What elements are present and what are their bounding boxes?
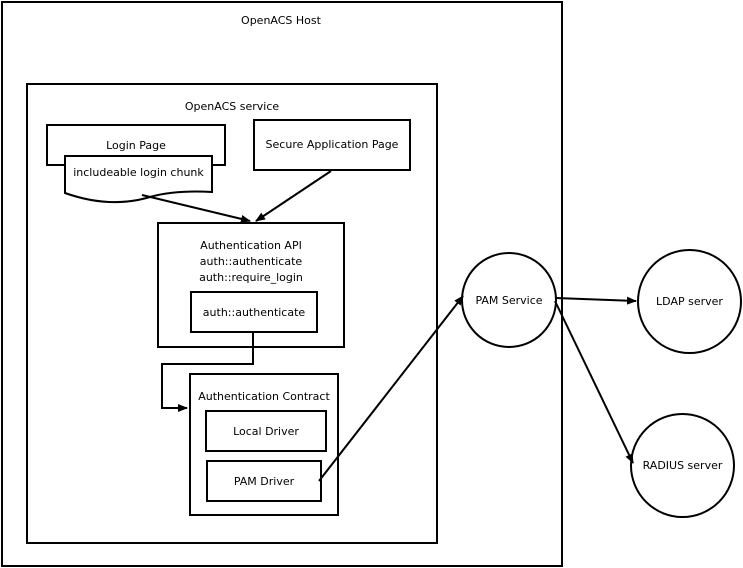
radius-server-node: RADIUS server	[630, 413, 735, 518]
login-page-box: Login Page	[46, 124, 226, 166]
local-driver-label: Local Driver	[233, 425, 299, 438]
authentication-api-title: Authentication API	[200, 239, 302, 252]
pam-service-node: PAM Service	[461, 252, 557, 348]
pam-driver-label: PAM Driver	[233, 475, 295, 488]
openacs-service-title: OpenACS service	[184, 100, 280, 113]
openacs-host-title: OpenACS Host	[241, 14, 321, 27]
login-chunk-label: includeable login chunk	[73, 166, 204, 179]
local-driver-box: Local Driver	[205, 410, 327, 452]
auth-authenticate-box: auth::authenticate	[190, 291, 318, 333]
authentication-api-line2: auth::authenticate	[199, 255, 303, 268]
arrow-pam-service-to-radius	[554, 300, 634, 464]
ldap-server-node: LDAP server	[637, 249, 742, 354]
pam-service-label: PAM Service	[475, 293, 543, 307]
login-page-label: Login Page	[106, 139, 166, 152]
auth-authenticate-label: auth::authenticate	[202, 306, 306, 319]
authentication-contract-title: Authentication Contract	[198, 390, 330, 403]
radius-server-label: RADIUS server	[642, 459, 723, 472]
pam-driver-box: PAM Driver	[206, 460, 322, 502]
authentication-api-line3: auth::require_login	[199, 271, 303, 284]
secure-application-page-label: Secure Application Page	[265, 138, 399, 151]
secure-application-page-box: Secure Application Page	[253, 119, 411, 171]
arrow-pam-service-to-ldap	[555, 296, 637, 305]
ldap-server-label: LDAP server	[656, 295, 723, 308]
